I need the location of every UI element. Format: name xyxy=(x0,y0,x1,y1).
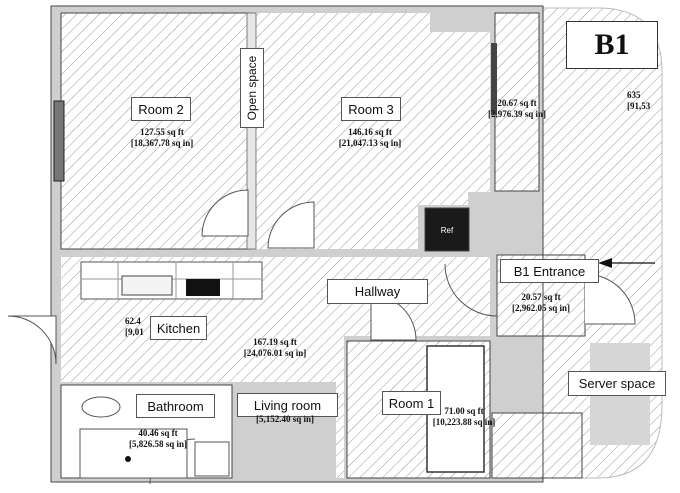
bathroom-sqft: 40.46 sq ft xyxy=(138,428,178,438)
fridge-icon xyxy=(424,207,470,252)
kitchen-counter xyxy=(80,261,263,300)
bathroom-sqin: [5,826.58 sq in] xyxy=(128,439,187,449)
living-area: 167.19 sq ft [24,076.01 sq in] xyxy=(230,337,320,359)
kitchen-area: 62.4 [9,01 xyxy=(125,316,151,338)
window-right xyxy=(491,43,497,115)
room-2-area: 127.55 sq ft [18,367.78 sq in] xyxy=(117,127,207,149)
entrance-sqft: 20.57 sq ft xyxy=(521,292,561,302)
room-3-area: 146.16 sq ft [21,047.13 sq in] xyxy=(325,127,415,149)
hallway-label[interactable]: Hallway xyxy=(327,279,428,304)
room-3-sqin: [21,047.13 sq in] xyxy=(338,138,402,148)
kitchen-sqft: 62.4 xyxy=(125,316,141,326)
wall-lines xyxy=(50,5,586,483)
room-1-sqin: [10,223.88 sq in] xyxy=(432,417,496,427)
kitchen-sqin: [9,01 xyxy=(125,327,144,337)
room-1-area: 71.00 sq ft [10,223.88 sq in] xyxy=(420,406,508,428)
kitchen-label[interactable]: Kitchen xyxy=(150,316,207,340)
room-2-label[interactable]: Room 2 xyxy=(131,97,191,121)
entrance-arrowhead xyxy=(598,258,612,268)
closet-sqin: [2,976.39 sq in] xyxy=(487,109,546,119)
entrance-sqin: [2,962.05 sq in] xyxy=(511,303,570,313)
room-1-sqft: 71.00 sq ft xyxy=(444,406,484,416)
living-sqin: [24,076.01 sq in] xyxy=(243,348,307,358)
closet-sqft: 20.67 sq ft xyxy=(497,98,537,108)
outer-area: 635 [91,53 xyxy=(627,90,657,112)
bathroom-area: 40.46 sq ft [5,826.58 sq in] xyxy=(118,428,198,450)
server-space-label[interactable]: Server space xyxy=(568,371,666,396)
b1-entrance-label[interactable]: B1 Entrance xyxy=(500,259,599,283)
floor-label-badge: B1 xyxy=(566,21,658,69)
outer-sqin: [91,53 xyxy=(627,101,651,111)
living-partial-area: [5,152.40 sq in] xyxy=(240,414,330,425)
bathtub-drain xyxy=(125,456,131,462)
fridge-label: Ref xyxy=(441,226,454,235)
closet-area: 20.67 sq ft [2,976.39 sq in] xyxy=(477,98,557,120)
entrance-area: 20.57 sq ft [2,962.05 sq in] xyxy=(501,292,581,314)
toilet xyxy=(81,396,121,418)
room-3-sqft: 146.16 sq ft xyxy=(348,127,392,137)
living-partial-sqin: [5,152.40 sq in] xyxy=(255,414,314,424)
bathtub xyxy=(79,428,188,479)
storage-floor xyxy=(492,413,582,478)
sink xyxy=(121,275,173,296)
window-left xyxy=(53,100,65,182)
living-room-label[interactable]: Living room xyxy=(237,393,338,417)
doors xyxy=(7,189,636,485)
living-sqft: 167.19 sq ft xyxy=(253,337,297,347)
room-3-label[interactable]: Room 3 xyxy=(341,97,401,121)
stove xyxy=(186,279,220,296)
outer-sqft: 635 xyxy=(627,90,641,100)
open-space-label[interactable]: Open space xyxy=(240,48,264,128)
bathroom-label[interactable]: Bathroom xyxy=(136,394,215,418)
closet-floor xyxy=(495,13,539,191)
room-2-sqin: [18,367.78 sq in] xyxy=(130,138,194,148)
room-1-label[interactable]: Room 1 xyxy=(382,391,441,415)
washbasin xyxy=(194,441,230,477)
open-space-divider xyxy=(246,12,257,250)
room-2-sqft: 127.55 sq ft xyxy=(140,127,184,137)
room-3-floor xyxy=(256,13,490,249)
